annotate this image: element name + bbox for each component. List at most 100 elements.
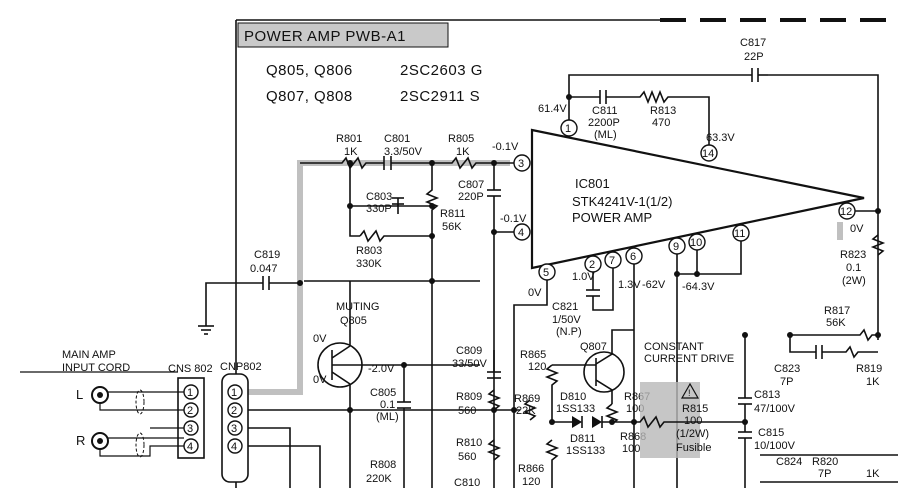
label-components-r820-ref: R820 bbox=[812, 456, 838, 468]
label-components-d810-ref: D810 bbox=[560, 391, 586, 403]
label-components-r803-ref: R803 bbox=[356, 245, 382, 257]
label-components-c810-ref: C810 bbox=[454, 477, 480, 488]
ic-pins: 1 3 4 5 2 7 6 9 10 11 12 14 bbox=[513, 119, 856, 281]
connector-wires bbox=[20, 371, 520, 488]
label-components-r823-note: (2W) bbox=[842, 275, 866, 287]
label-components-c809-ref: C809 bbox=[456, 345, 482, 357]
label-components-r811-ref: R811 bbox=[440, 208, 465, 220]
label-components-r823-value: 0.1 bbox=[846, 262, 861, 274]
pin-6: 6 bbox=[625, 247, 643, 265]
label-pins-7: 9 bbox=[673, 241, 679, 253]
transistor-list-part-1: 2SC2603 G bbox=[400, 62, 483, 79]
label-components-r869-ref: R869 bbox=[514, 393, 540, 405]
label-components-c801-value: 3.3/50V bbox=[384, 146, 423, 158]
pin1-voltage: 61.4V bbox=[538, 103, 567, 115]
label-pins-1: 3 bbox=[518, 158, 524, 170]
label-components-r809-value: 560 bbox=[458, 405, 476, 417]
label-labels-main_amp1: MAIN AMP bbox=[62, 349, 116, 361]
label-components-c807-ref: C807 bbox=[458, 179, 484, 191]
label-labels-cnp: CNP802 bbox=[220, 361, 262, 373]
c817-value: 22P bbox=[744, 51, 764, 63]
label-components-r815-value: 100 bbox=[684, 415, 702, 427]
output-network: 0V R823 0.1 (2W) R817 56K C823 7P R819 1… bbox=[738, 210, 898, 488]
label-connector_pins-1: 2 bbox=[187, 405, 193, 417]
label-pins-0: 1 bbox=[565, 123, 571, 135]
ic-ref: IC801 bbox=[575, 176, 610, 191]
transistor-list-refs-1: Q805, Q806 bbox=[266, 62, 353, 79]
label-voltages-pin4: -0.1V bbox=[500, 213, 527, 225]
label-components-d810-value: 1SS133 bbox=[556, 403, 595, 415]
label-connector_pins-3: 4 bbox=[187, 441, 193, 453]
label-pins-4: 2 bbox=[589, 259, 595, 271]
connector-cnp802: 1 2 3 4 CNP802 bbox=[220, 361, 262, 483]
label-components-c813-value: 47/100V bbox=[754, 403, 796, 415]
label-connector_pins-2: 3 bbox=[187, 423, 193, 435]
label-labels-l: L bbox=[76, 387, 83, 402]
pin-5: 5 bbox=[538, 263, 556, 281]
q805-muting-transistor: MUTING Q805 0V 0V -2.0V bbox=[313, 281, 480, 488]
label-components-r811-value: 56K bbox=[442, 221, 462, 233]
label-components-c815-value: 10/100V bbox=[754, 440, 796, 452]
label-components-r868-value: 100 bbox=[622, 443, 640, 455]
label-components-r805-ref: R805 bbox=[448, 133, 474, 145]
board-title-text: POWER AMP PWB-A1 bbox=[244, 28, 406, 45]
c819-branch: C819 0.047 bbox=[198, 249, 300, 335]
transistor-list-refs-2: Q807, Q808 bbox=[266, 88, 353, 105]
label-pins-11: 14 bbox=[702, 148, 714, 160]
label-components-r866-ref: R866 bbox=[518, 463, 544, 475]
connector-cns802: 1 2 3 4 CNS 802 bbox=[168, 363, 213, 459]
label-text: ! bbox=[688, 388, 691, 398]
label-components-r808-ref: R808 bbox=[370, 459, 396, 471]
r815-fusible-resistor: ! R815 100 (1/2W) Fusible bbox=[634, 382, 745, 458]
label-labels-main_amp2: INPUT CORD bbox=[62, 362, 130, 374]
label-components-c813-ref: C813 bbox=[754, 389, 780, 401]
label-voltages-pin2: 1.0V bbox=[572, 271, 595, 283]
pin-14: 14 bbox=[700, 144, 718, 162]
label-components-c805-value: 0.1 bbox=[380, 399, 395, 411]
label-components-r810-value: 560 bbox=[458, 451, 476, 463]
label-labels-constant2: CURRENT DRIVE bbox=[644, 353, 734, 365]
label-components-r819-value: 1K bbox=[866, 376, 880, 388]
label-components-r823-ref: R823 bbox=[840, 249, 866, 261]
label-components-r866-value: 120 bbox=[522, 476, 540, 488]
pin-7: 7 bbox=[604, 251, 622, 269]
label-pins-10: 12 bbox=[840, 206, 852, 218]
label-components-c819-value: 0.047 bbox=[250, 263, 278, 275]
r813-value: 470 bbox=[652, 117, 670, 129]
label-voltages-pin12: 0V bbox=[850, 223, 864, 235]
label-components-r865-ref: R865 bbox=[520, 349, 546, 361]
label-components-c801-ref: C801 bbox=[384, 133, 410, 145]
label-voltages-q805_b: -2.0V bbox=[368, 363, 395, 375]
label-components-r817-ref: R817 bbox=[824, 305, 850, 317]
r813-ref: R813 bbox=[650, 105, 676, 117]
pin-3: 3 bbox=[513, 154, 531, 172]
label-components-r867-value: 100 bbox=[626, 403, 644, 415]
label-voltages-pin7: 1.3V bbox=[618, 279, 641, 291]
label-connector_pins-0: 1 bbox=[187, 387, 193, 399]
transistor-list: Q805, Q806 2SC2603 G Q807, Q808 2SC2911 … bbox=[266, 62, 483, 105]
label-components-c819-ref: C819 bbox=[254, 249, 280, 261]
label-connector_pins-2: 3 bbox=[231, 423, 237, 435]
label-connector_pins-1: 2 bbox=[231, 405, 237, 417]
label-labels-cns: CNS 802 bbox=[168, 363, 213, 375]
label-connector_pins-0: 1 bbox=[231, 387, 237, 399]
pin-10: 10 bbox=[688, 233, 706, 251]
label-components-c803-value: 330P bbox=[366, 203, 392, 215]
label-components-r819-ref: R819 bbox=[856, 363, 882, 375]
label-components-c824-ref: C824 bbox=[776, 456, 802, 468]
label-components-q805-ref: Q805 bbox=[340, 315, 367, 327]
label-components-c824-value: 7P bbox=[818, 468, 831, 480]
label-components-c805-note: (ML) bbox=[376, 411, 399, 423]
junction-dots bbox=[297, 94, 881, 425]
ic-function: POWER AMP bbox=[572, 210, 652, 225]
label-components-r815-ref: R815 bbox=[682, 403, 708, 415]
label-components-r815-note: (1/2W) bbox=[676, 428, 709, 440]
label-components-r817-value: 56K bbox=[826, 317, 846, 329]
label-components-r865-value: 120 bbox=[528, 361, 546, 373]
label-components-r803-value: 330K bbox=[356, 258, 382, 270]
label-components-c809-value: 33/50V bbox=[452, 358, 488, 370]
label-pins-5: 7 bbox=[609, 255, 615, 267]
label-components-r868-ref: R868 bbox=[620, 431, 646, 443]
label-voltages-pin3: -0.1V bbox=[492, 141, 519, 153]
label-pins-3: 5 bbox=[543, 267, 549, 279]
